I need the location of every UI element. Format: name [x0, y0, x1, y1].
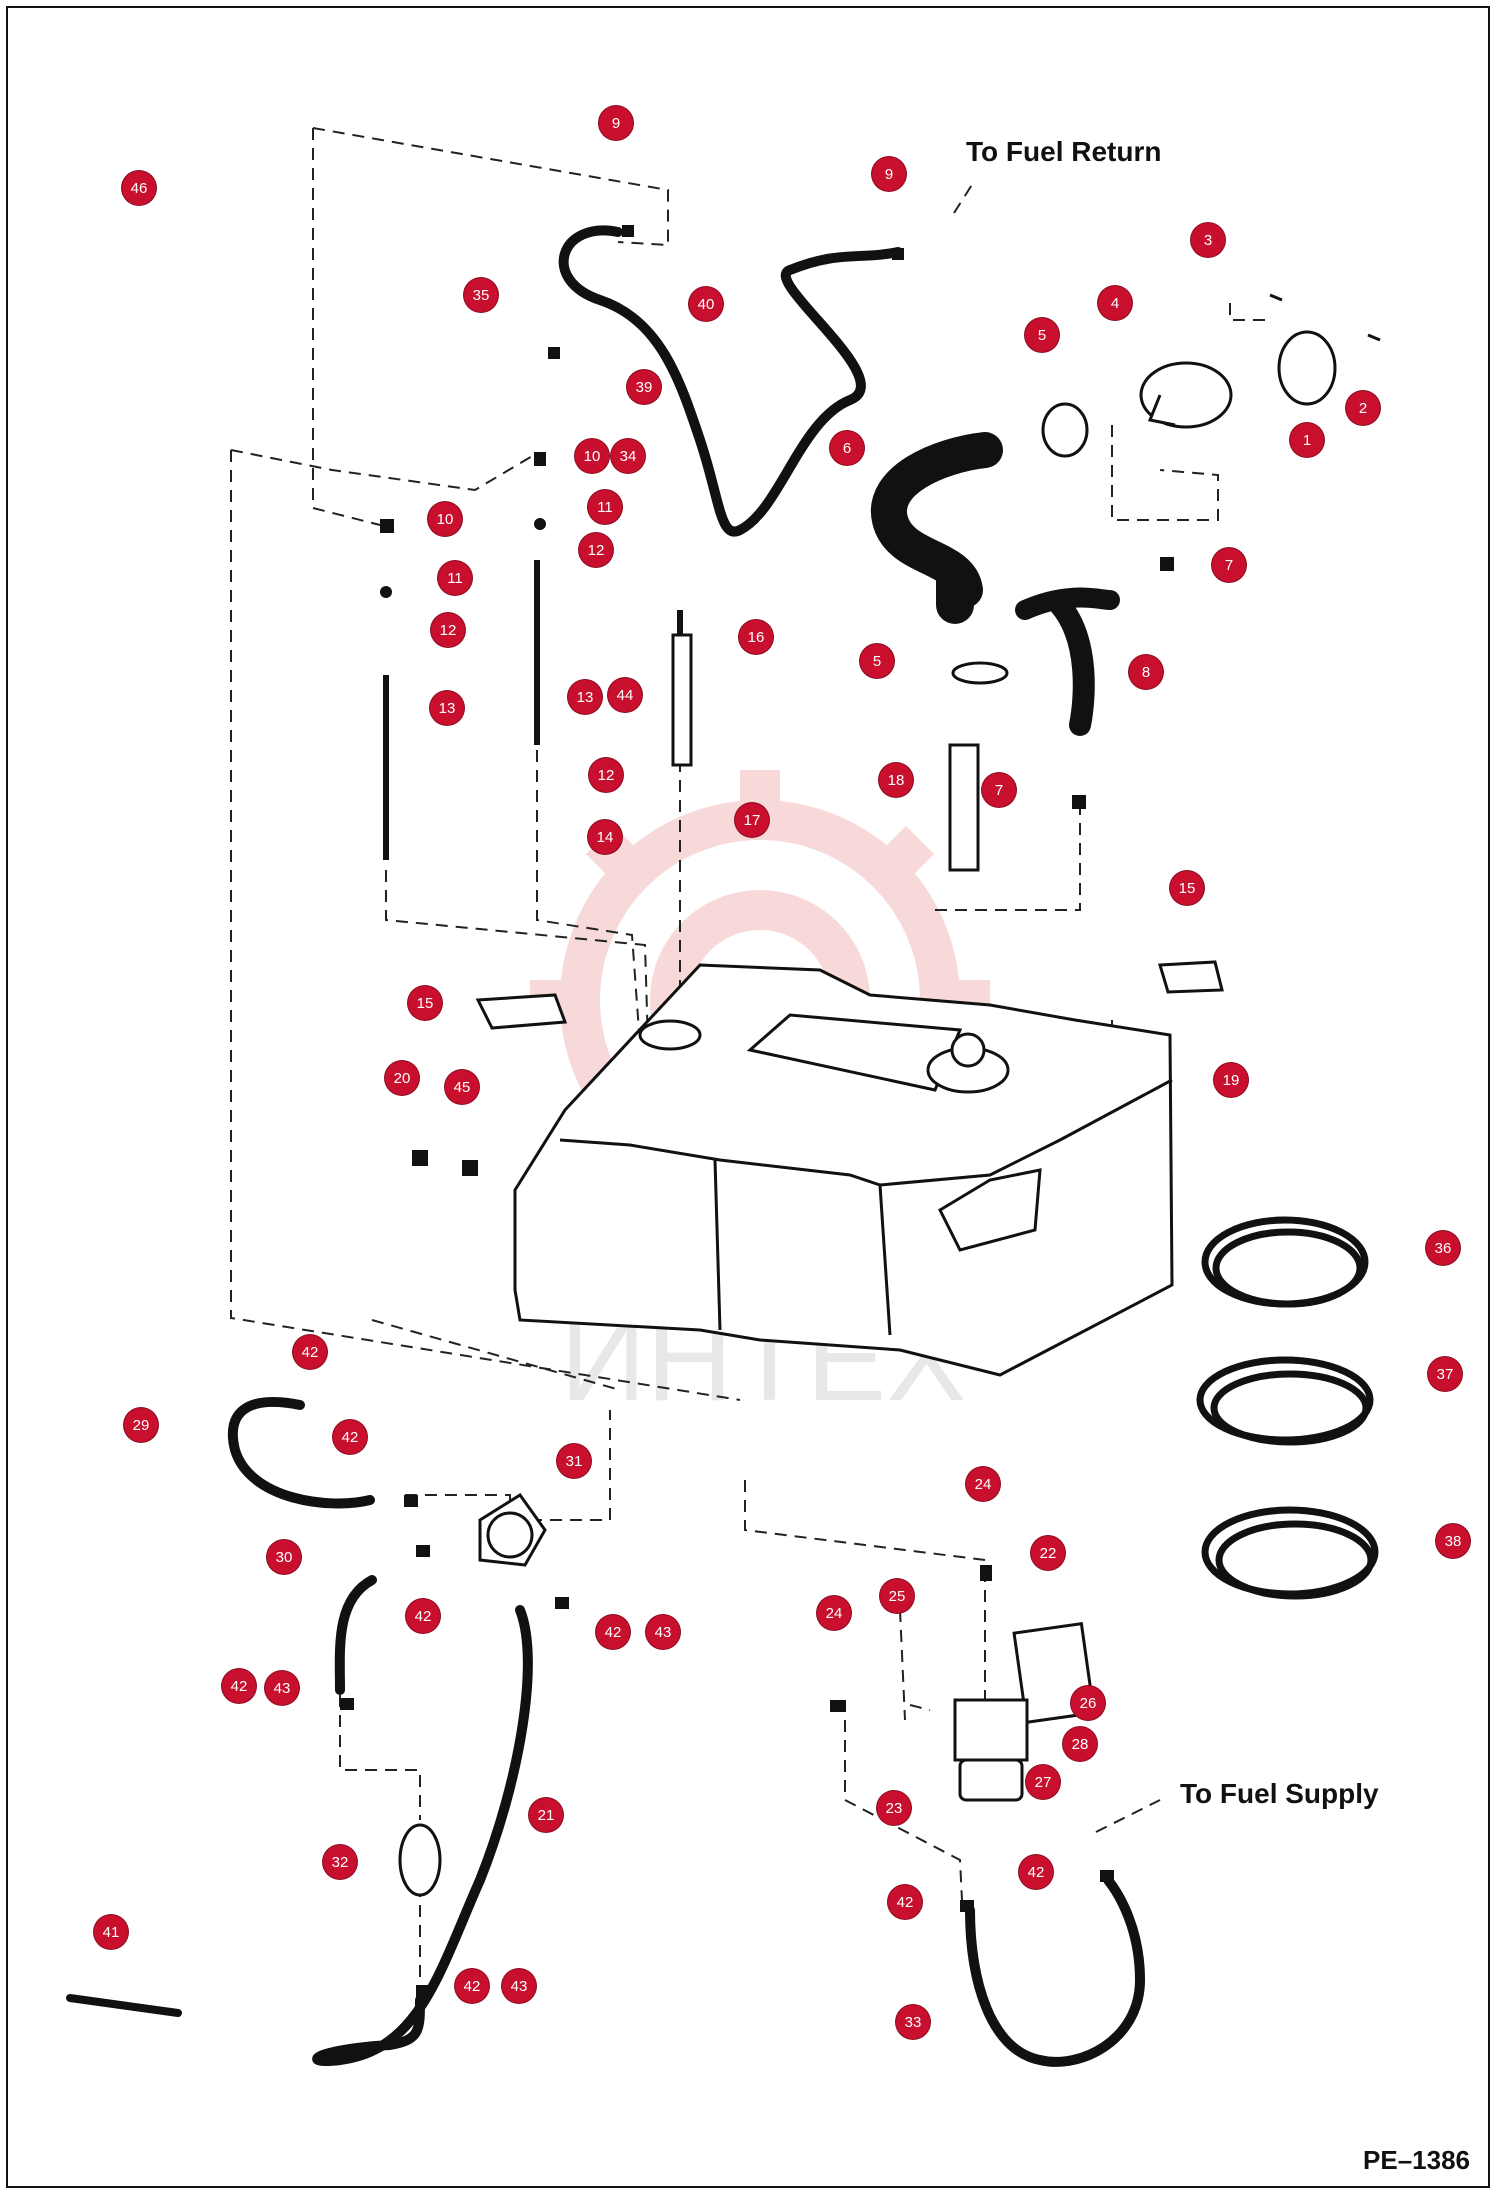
diagram-code: PE–1386: [1363, 2145, 1470, 2175]
callout-42: 42: [406, 1599, 440, 1633]
callout-3: 3: [1191, 223, 1225, 257]
fuel-pump: [478, 1492, 547, 1567]
fuel-return-hose: [558, 225, 903, 537]
callout-6: 6: [830, 431, 864, 465]
fuel-hoses: [227, 1397, 1146, 2067]
callout-42: 42: [596, 1615, 630, 1649]
callout-7: 7: [1212, 548, 1246, 582]
callout-22: 22: [1031, 1536, 1065, 1570]
callout-36: 36: [1426, 1231, 1460, 1265]
callout-20: 20: [385, 1061, 419, 1095]
callout-9: 9: [872, 157, 906, 191]
fuel-tank: [513, 963, 1174, 1377]
callout-42: 42: [888, 1885, 922, 1919]
callout-15: 15: [1170, 871, 1204, 905]
dashed-leader-lines: [230, 127, 1270, 1980]
callout-10: 10: [575, 439, 609, 473]
callout-19: 19: [1214, 1063, 1248, 1097]
callout-17: 17: [735, 803, 769, 837]
callout-25: 25: [880, 1579, 914, 1613]
callout-31: 31: [557, 1444, 591, 1478]
dipstick-rod: [66, 1994, 182, 2017]
tank-pads: [475, 960, 1224, 1030]
coiled-hoses: [1196, 1216, 1379, 1600]
callout-4: 4: [1098, 286, 1132, 320]
callout-42: 42: [222, 1669, 256, 1703]
filler-cap-assembly: [1041, 293, 1381, 458]
callout-7: 7: [982, 773, 1016, 807]
callout-14: 14: [588, 820, 622, 854]
callout-18: 18: [879, 763, 913, 797]
callout-24: 24: [817, 1596, 851, 1630]
callout-29: 29: [124, 1408, 158, 1442]
callout-5: 5: [860, 644, 894, 678]
callout-15: 15: [408, 986, 442, 1020]
callout-13: 13: [568, 680, 602, 714]
callout-42: 42: [455, 1969, 489, 2003]
callout-39: 39: [627, 370, 661, 404]
callout-23: 23: [877, 1791, 911, 1825]
callout-43: 43: [265, 1671, 299, 1705]
callout-43: 43: [646, 1615, 680, 1649]
callout-37: 37: [1428, 1357, 1462, 1391]
callout-10: 10: [428, 502, 462, 536]
callout-1: 1: [1290, 423, 1324, 457]
callout-24: 24: [966, 1467, 1000, 1501]
callout-26: 26: [1071, 1686, 1105, 1720]
hose-clamp: [951, 661, 1009, 685]
filler-tube: [948, 743, 980, 872]
callout-42: 42: [333, 1420, 367, 1454]
callout-32: 32: [323, 1845, 357, 1879]
callout-34: 34: [611, 439, 645, 473]
fittings: [340, 225, 1174, 1997]
callout-12: 12: [579, 533, 613, 567]
callout-13: 13: [430, 691, 464, 725]
callout-30: 30: [267, 1540, 301, 1574]
callout-45: 45: [445, 1070, 479, 1104]
callout-41: 41: [94, 1915, 128, 1949]
diagram-frame: [6, 6, 1490, 2188]
callout-11: 11: [438, 561, 472, 595]
callout-38: 38: [1436, 1524, 1470, 1558]
callout-11: 11: [588, 490, 622, 524]
callout-42: 42: [1019, 1855, 1053, 1889]
to-fuel-return-label: To Fuel Return: [966, 136, 1162, 167]
callout-21: 21: [529, 1798, 563, 1832]
callout-12: 12: [589, 758, 623, 792]
filler-neck-hose: [871, 432, 1120, 736]
callout-40: 40: [689, 287, 723, 321]
inline-filter: [398, 1823, 442, 1897]
callout-12: 12: [431, 613, 465, 647]
callout-5: 5: [1025, 318, 1059, 352]
callout-9: 9: [599, 106, 633, 140]
callout-28: 28: [1063, 1727, 1097, 1761]
callout-44: 44: [608, 678, 642, 712]
to-fuel-supply-label: To Fuel Supply: [1180, 1778, 1379, 1809]
callout-42: 42: [293, 1335, 327, 1369]
callout-27: 27: [1026, 1765, 1060, 1799]
callout-33: 33: [896, 2005, 930, 2039]
callout-43: 43: [502, 1969, 536, 2003]
callout-35: 35: [464, 278, 498, 312]
callout-8: 8: [1129, 655, 1163, 689]
callout-2: 2: [1346, 391, 1380, 425]
callout-16: 16: [739, 620, 773, 654]
sender-gauge: [671, 633, 693, 767]
callout-46: 46: [122, 171, 156, 205]
